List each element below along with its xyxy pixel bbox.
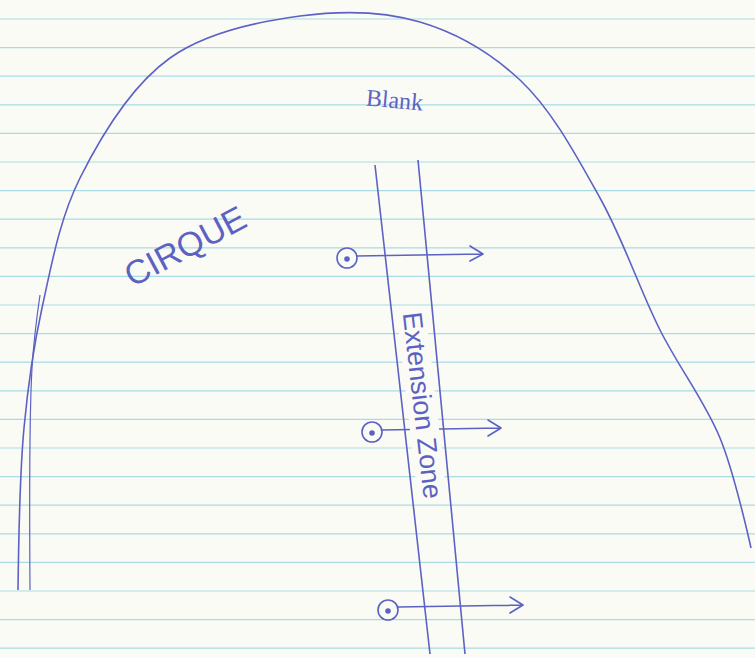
- ruled-line: [0, 362, 755, 363]
- ruled-line: [0, 562, 755, 563]
- point-symbol: [337, 248, 357, 268]
- ruled-line: [0, 76, 755, 77]
- ruled-line: [0, 133, 755, 134]
- point-symbol: [362, 422, 382, 442]
- ruled-line: [0, 161, 755, 162]
- extension-band: Extension Zone: [365, 160, 470, 655]
- ruled-line: [0, 390, 755, 391]
- ruled-line: [0, 18, 755, 19]
- ruled-line: [0, 447, 755, 448]
- motion-arrow: [382, 420, 501, 436]
- ruled-lines: [0, 19, 755, 648]
- point-dot: [370, 431, 374, 435]
- ruled-line: [0, 276, 755, 277]
- point-dot: [386, 609, 390, 613]
- ruled-line: [0, 47, 755, 48]
- ruled-line: [0, 619, 755, 620]
- motion-arrow: [357, 246, 483, 261]
- note-label: Blank: [365, 86, 424, 115]
- motion-arrows: [337, 246, 523, 620]
- ruled-line: [0, 247, 755, 248]
- ruled-line: [0, 304, 755, 305]
- region-name: CIRQUE: [119, 200, 252, 292]
- ruled-line: [0, 219, 755, 220]
- cirque-outline-path: [18, 13, 751, 590]
- ruled-line: [0, 505, 755, 506]
- sketch-stroke: [30, 295, 40, 590]
- ruled-line: [0, 419, 755, 420]
- ruled-line: [0, 648, 755, 649]
- ruled-line: [0, 533, 755, 534]
- ruled-line: [0, 476, 755, 477]
- ruled-line: [0, 590, 755, 591]
- ruled-line: [0, 333, 755, 334]
- zone-name: Extension Zone: [397, 307, 448, 503]
- point-dot: [345, 257, 349, 261]
- point-symbol: [378, 600, 398, 620]
